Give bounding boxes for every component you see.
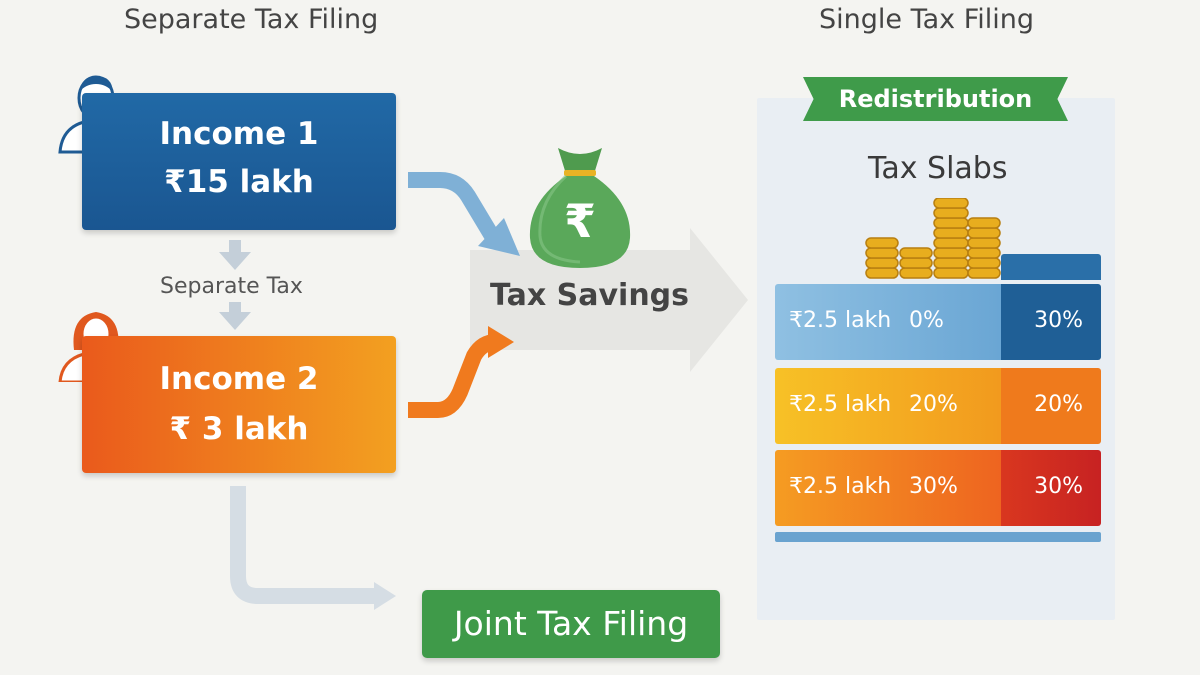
tax-slab-row: ₹2.5 lakh 20% 20% <box>775 368 1101 444</box>
slab-rate: 0% <box>909 308 944 333</box>
down-arrow-bottom <box>219 302 251 330</box>
separate-filing-heading: Separate Tax Filing <box>124 4 379 35</box>
coin-stacks-icon <box>865 198 1001 279</box>
slab-rate: 30% <box>909 474 958 499</box>
slab-side-rate: 20% <box>1034 392 1083 417</box>
income2-to-joint-arrow <box>230 486 396 610</box>
income2-box: Income 2 ₹ 3 lakh <box>82 336 396 473</box>
single-filing-heading: Single Tax Filing <box>819 4 1035 35</box>
tax-slab-row: ₹2.5 lakh 0% 30% <box>775 284 1101 360</box>
income1-to-savings-arrow <box>408 172 520 256</box>
income1-title: Income 1 <box>159 116 319 152</box>
income2-to-savings-arrow <box>408 326 514 418</box>
tax-savings-label: Tax Savings <box>490 278 690 313</box>
down-arrow-top <box>219 240 251 270</box>
slab-side-rate: 30% <box>1034 308 1083 333</box>
slab-top-tab <box>1001 254 1101 280</box>
income2-title: Income 2 <box>159 361 319 397</box>
big-faded-arrow <box>470 228 748 372</box>
redistribution-ribbon: Redistribution <box>803 77 1068 121</box>
slab-base-bar <box>775 532 1101 542</box>
slab-side-rate: 30% <box>1034 474 1083 499</box>
slab-amount: ₹2.5 lakh <box>789 308 892 333</box>
money-bag-symbol: ₹ <box>563 194 596 248</box>
tax-slabs-title: Tax Slabs <box>868 151 1008 186</box>
slab-amount: ₹2.5 lakh <box>789 392 892 417</box>
joint-tax-filing-box: Joint Tax Filing <box>422 590 720 658</box>
slab-amount: ₹2.5 lakh <box>789 474 892 499</box>
separate-tax-label: Separate Tax <box>160 274 303 299</box>
slab-rate: 20% <box>909 392 958 417</box>
money-bag-icon <box>529 148 631 268</box>
income2-amount: ₹ 3 lakh <box>169 411 309 447</box>
tax-slab-row: ₹2.5 lakh 30% 30% <box>775 450 1101 526</box>
income1-box: Income 1 ₹15 lakh <box>82 93 396 230</box>
income1-amount: ₹15 lakh <box>164 164 314 200</box>
